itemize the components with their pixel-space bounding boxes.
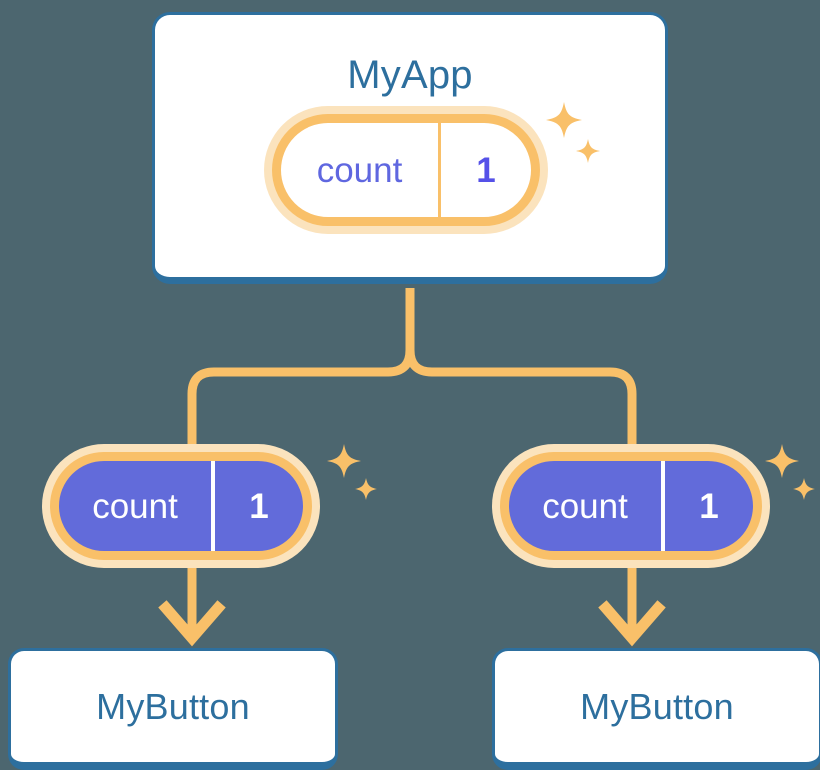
- state-pill-body: count 1: [272, 114, 540, 226]
- sparkle-icon: [327, 444, 377, 500]
- component-card-mybutton-right[interactable]: MyButton: [492, 648, 820, 770]
- page-title: MyApp: [347, 53, 473, 97]
- state-pill-body: count 1: [500, 452, 762, 560]
- state-value-label: 1: [249, 486, 269, 526]
- state-pill-body: count 1: [50, 452, 312, 560]
- connector-app-to-children: [187, 288, 415, 452]
- arrowhead-left-icon: [158, 600, 226, 647]
- connector-app-to-child-right: [405, 349, 637, 452]
- state-value-label: 1: [699, 486, 719, 526]
- state-value-label: 1: [476, 150, 496, 190]
- state-key-label: count: [281, 123, 441, 217]
- state-pill-child-right[interactable]: count 1: [500, 452, 762, 560]
- arrowhead-right-icon: [598, 600, 666, 647]
- sparkle-icon: [765, 444, 815, 500]
- component-card-label: MyButton: [96, 685, 250, 727]
- state-key-label: count: [59, 461, 215, 551]
- state-pill-child-left[interactable]: count 1: [50, 452, 312, 560]
- component-card-label: MyButton: [580, 685, 734, 727]
- state-key-label: count: [509, 461, 665, 551]
- component-card-mybutton-left[interactable]: MyButton: [8, 648, 338, 770]
- state-pill-myapp[interactable]: count 1: [272, 114, 540, 226]
